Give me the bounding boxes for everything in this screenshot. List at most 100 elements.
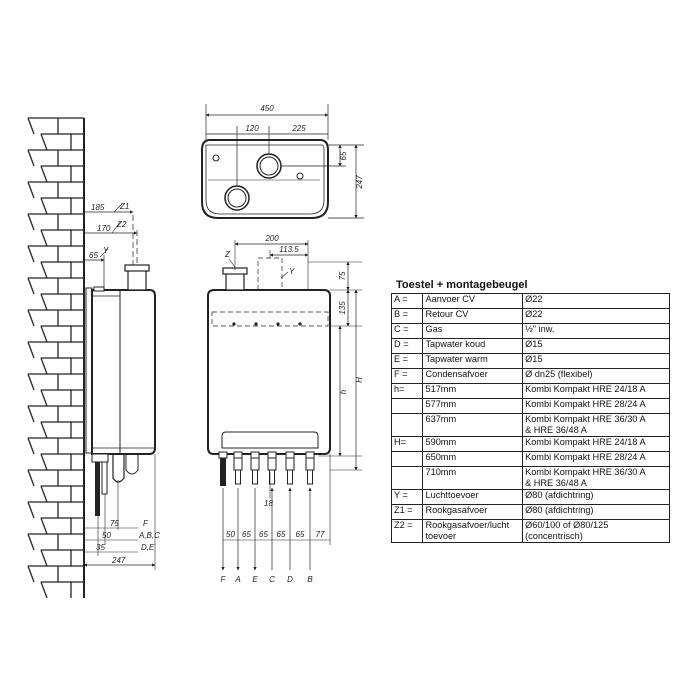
spec-value: Kombi Kompakt HRE 28/24 A [522, 451, 670, 467]
side-label-z2: Z2 [116, 220, 127, 229]
top-dim-h1: 65 [339, 151, 348, 160]
spec-table-title: Toestel + montagebeugel [396, 279, 528, 291]
brick-wall [27, 117, 84, 599]
spec-value: Ø15 [522, 338, 670, 354]
brick-edge-line [27, 533, 35, 551]
spec-code: H= [390, 436, 424, 452]
side-dim-z1: 185 [91, 203, 105, 212]
top-dim-width: 450 [260, 104, 274, 113]
brick-edge-line [27, 437, 35, 455]
brick-edge-line [27, 213, 35, 231]
spec-value: Kombi Kompakt HRE 28/24 A [522, 398, 670, 414]
brick-edge-line [40, 357, 48, 375]
spec-description: Gas [422, 323, 524, 339]
spec-value: Ø15 [522, 353, 670, 369]
connection-valve [305, 457, 315, 471]
spec-code [390, 398, 424, 414]
side-dim-50: 50 [102, 531, 111, 540]
spec-description: 637mm [422, 413, 524, 437]
spec-value: Ø dn25 (flexibel) [522, 368, 670, 384]
spec-code [390, 413, 424, 437]
connection-valve [267, 457, 277, 471]
side-dim-depth: 247 [111, 556, 126, 565]
spec-value: Ø60/100 of Ø80/125 (concentrisch) [522, 519, 670, 543]
spec-code [390, 466, 424, 490]
spec-description: Rookgasafvoer [422, 504, 524, 520]
spec-value: Ø22 [522, 293, 670, 309]
connection-label: E [252, 575, 258, 584]
spec-value: Kombi Kompakt HRE 36/30 A & HRE 36/48 A [522, 413, 670, 437]
spec-description: 517mm [422, 383, 524, 399]
side-dim-35: 35 [96, 543, 105, 552]
connection-pipe [235, 469, 241, 485]
spec-description: Luchttoevoer [422, 489, 524, 505]
spec-value: Ø22 [522, 308, 670, 324]
spec-code: Z1 = [390, 504, 424, 520]
spec-code [390, 451, 424, 467]
spec-code: Z2 = [390, 519, 424, 543]
spec-description: Tapwater warm [422, 353, 524, 369]
connection-pipe [252, 469, 258, 485]
brick-edge-line [40, 549, 48, 567]
spec-code: F = [390, 368, 424, 384]
bottom-dim-value: 77 [316, 530, 325, 539]
connection-nut [250, 451, 260, 459]
connection-label: B [307, 575, 313, 584]
spec-value: ½" inw. [522, 323, 670, 339]
top-view: 450 120 225 65 247 [201, 104, 364, 219]
connection-label: A [234, 575, 240, 584]
spec-code: E = [390, 353, 424, 369]
front-label-z: Z [224, 250, 231, 259]
connection-label: D [287, 575, 293, 584]
brick-edge-line [27, 181, 35, 199]
connection-valve [233, 457, 243, 471]
connection-pipe [307, 469, 313, 485]
front-dim-h: h [339, 389, 348, 394]
connection-nut [218, 451, 228, 459]
brick-edge-line [27, 469, 35, 487]
side-label-de: D,E [141, 543, 155, 552]
bottom-dim-value: 65 [259, 530, 268, 539]
brick-edge-line [27, 565, 35, 583]
brick-edge-line [40, 389, 48, 407]
side-label-y: Y [103, 246, 109, 255]
bottom-dim-value: 65 [296, 530, 305, 539]
connection-pipe [287, 469, 293, 485]
brick-edge-line [40, 133, 48, 151]
front-label-y: Y [289, 267, 295, 276]
brick-edge-line [40, 261, 48, 279]
connection-valve [250, 457, 260, 471]
front-dim-H: H [355, 377, 364, 383]
bottom-dim-value: 65 [277, 530, 286, 539]
bottom-dim-value: 50 [226, 530, 235, 539]
brick-edge-line [40, 485, 48, 503]
front-dim-75: 75 [338, 271, 347, 280]
brick-edge-line [40, 293, 48, 311]
brick-edge-line [27, 405, 35, 423]
spec-description: Retour CV [422, 308, 524, 324]
side-dim-z2: 170 [97, 224, 111, 233]
connection-label: C [269, 575, 275, 584]
side-dim-75: 75 [110, 519, 119, 528]
brick-edge-line [27, 149, 35, 167]
front-dim-135: 135 [338, 301, 347, 315]
spec-code: Y = [390, 489, 424, 505]
condensate-hose [220, 458, 226, 486]
spec-description: 650mm [422, 451, 524, 467]
brick-edge-line [27, 117, 35, 135]
connection-valve [285, 457, 295, 471]
